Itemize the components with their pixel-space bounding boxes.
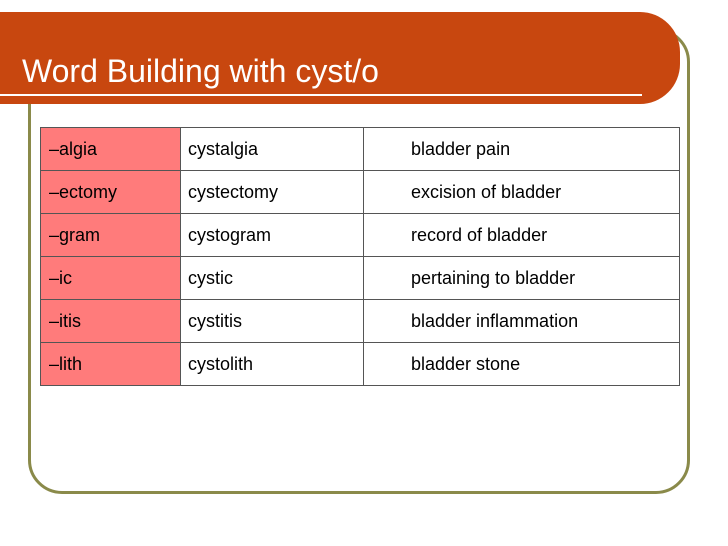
title-bar: Word Building with cyst/o (0, 12, 680, 104)
meaning-cell: pertaining to bladder (363, 256, 680, 300)
suffix-cell: –ectomy (40, 170, 181, 214)
table-row: –algia cystalgia bladder pain (40, 127, 680, 171)
suffix-cell: –gram (40, 213, 181, 257)
table-row: –itis cystitis bladder inflammation (40, 299, 680, 343)
suffix-cell: –algia (40, 127, 181, 171)
meaning-cell: bladder stone (363, 342, 680, 386)
suffix-cell: –ic (40, 256, 181, 300)
word-building-table: –algia cystalgia bladder pain –ectomy cy… (40, 127, 680, 386)
table-row: –lith cystolith bladder stone (40, 342, 680, 386)
suffix-cell: –lith (40, 342, 181, 386)
term-cell: cystectomy (180, 170, 364, 214)
table-row: –ic cystic pertaining to bladder (40, 256, 680, 300)
term-cell: cystolith (180, 342, 364, 386)
meaning-cell: excision of bladder (363, 170, 680, 214)
suffix-cell: –itis (40, 299, 181, 343)
meaning-cell: bladder pain (363, 127, 680, 171)
slide-title: Word Building with cyst/o (22, 53, 379, 89)
term-cell: cystitis (180, 299, 364, 343)
meaning-cell: bladder inflammation (363, 299, 680, 343)
term-cell: cystic (180, 256, 364, 300)
table-row: –ectomy cystectomy excision of bladder (40, 170, 680, 214)
term-cell: cystalgia (180, 127, 364, 171)
term-cell: cystogram (180, 213, 364, 257)
meaning-cell: record of bladder (363, 213, 680, 257)
title-divider (0, 94, 642, 96)
table-row: –gram cystogram record of bladder (40, 213, 680, 257)
